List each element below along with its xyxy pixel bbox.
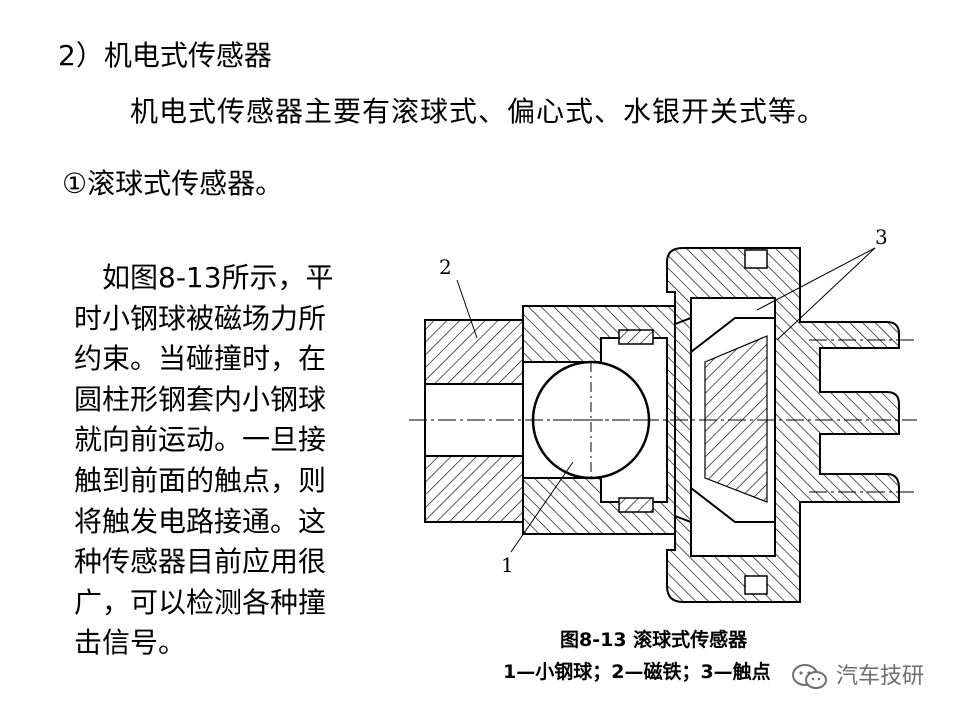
paragraph-line: 广，可以检测各种撞 <box>74 585 327 619</box>
watermark-text: 汽车技研 <box>836 664 925 689</box>
paragraph-line: 如图8-13所示，平 <box>74 261 334 294</box>
paragraph-line: 就向前运动。一旦接 <box>74 423 327 457</box>
callout-1: 1 <box>501 553 514 577</box>
paragraph-line: 触到前面的触点，则 <box>74 463 327 497</box>
body-paragraph: 如图8-13所示，平 时小钢球被磁场力所 约束。当碰撞时，在 圆柱形钢套内小钢球… <box>74 258 374 664</box>
subsection-heading: ①滚球式传感器。 <box>62 167 284 200</box>
watermark: 汽车技研 <box>790 662 924 692</box>
callout-3: 3 <box>875 225 888 249</box>
paragraph-line: 约束。当碰撞时，在 <box>74 342 327 376</box>
paragraph-line: 圆柱形钢套内小钢球 <box>74 382 327 416</box>
figure-caption: 图8-13 滚球式传感器 <box>560 629 748 651</box>
paragraph-line: 击信号。 <box>74 626 187 660</box>
figure-legend: 1—小钢球；2—磁铁；3—触点 <box>503 661 771 683</box>
paragraph-line: 时小钢球被磁场力所 <box>74 301 327 335</box>
callout-2: 2 <box>439 255 452 279</box>
section-heading: 2）机电式传感器 <box>58 39 272 72</box>
paragraph-line: 种传感器目前应用很 <box>74 545 327 579</box>
ball-sensor-diagram: 2 1 3 <box>409 225 917 603</box>
paragraph-line: 将触发电路接通。这 <box>74 504 327 538</box>
intro-text: 机电式传感器主要有滚球式、偏心式、水银开关式等。 <box>130 95 827 128</box>
wechat-icon <box>792 664 827 689</box>
